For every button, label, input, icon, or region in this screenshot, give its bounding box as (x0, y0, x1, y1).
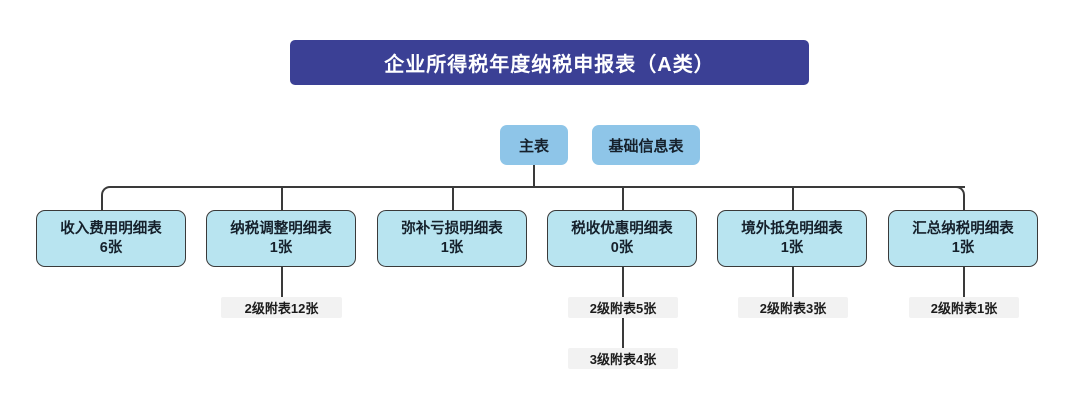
connector-elbow-left (101, 186, 111, 196)
connector-drop-child-6 (963, 195, 965, 211)
node-income-expense-detail-count: 6张 (99, 239, 123, 256)
node-income-expense-detail-name: 收入费用明细表 (60, 220, 162, 237)
node-loss-offset-detail[interactable]: 弥补亏损明细表 1张 (377, 210, 527, 267)
node-loss-offset-detail-count: 1张 (440, 239, 464, 256)
connector-drop-child-5 (792, 187, 794, 211)
page-title: 企业所得税年度纳税申报表（A类） (384, 54, 715, 76)
node-tax-adjustment-detail-name: 纳税调整明细表 (230, 220, 332, 237)
node-main-table[interactable]: 主表 (500, 125, 568, 165)
node-main-table-label: 主表 (518, 137, 549, 155)
connector-drop-child-2 (281, 187, 283, 211)
connector-sub-1-to-sub-2 (622, 318, 624, 348)
connector-child-5-to-sub-1 (792, 267, 794, 297)
sub-label-tax-preference-level2-text: 2级附表5张 (589, 301, 657, 316)
connector-elbow-right (955, 186, 965, 196)
sub-label-tax-preference-level3: 3级附表4张 (568, 348, 678, 369)
node-basic-info-table[interactable]: 基础信息表 (592, 125, 700, 165)
node-loss-offset-detail-name: 弥补亏损明细表 (401, 220, 503, 237)
node-tax-adjustment-detail[interactable]: 纳税调整明细表 1张 (206, 210, 356, 267)
connector-drop-child-1 (101, 195, 103, 211)
connector-drop-child-4 (622, 187, 624, 211)
node-income-expense-detail[interactable]: 收入费用明细表 6张 (36, 210, 186, 267)
node-overseas-credit-detail-name: 境外抵免明细表 (741, 220, 843, 237)
connector-bus-horizontal (110, 186, 965, 188)
node-consolidated-tax-detail[interactable]: 汇总纳税明细表 1张 (888, 210, 1038, 267)
node-consolidated-tax-detail-count: 1张 (951, 239, 975, 256)
node-overseas-credit-detail[interactable]: 境外抵免明细表 1张 (717, 210, 867, 267)
node-tax-preference-detail[interactable]: 税收优惠明细表 0张 (547, 210, 697, 267)
sub-label-consolidated-tax-level2: 2级附表1张 (909, 297, 1019, 318)
connector-child-2-to-sub-1 (281, 267, 283, 297)
diagram-title-banner: 企业所得税年度纳税申报表（A类） (290, 40, 809, 85)
node-tax-preference-detail-count: 0张 (610, 239, 634, 256)
connector-child-4-to-sub-1 (622, 267, 624, 297)
sub-label-consolidated-tax-level2-text: 2级附表1张 (930, 301, 998, 316)
sub-label-tax-preference-level2: 2级附表5张 (568, 297, 678, 318)
node-overseas-credit-detail-count: 1张 (780, 239, 804, 256)
connector-child-6-to-sub-1 (963, 267, 965, 297)
node-tax-adjustment-detail-count: 1张 (269, 239, 293, 256)
node-basic-info-table-label: 基础信息表 (608, 137, 684, 155)
connector-drop-child-3 (452, 187, 454, 211)
sub-label-tax-adjustment-level2-text: 2级附表12张 (244, 301, 319, 316)
connector-main-to-bus (533, 165, 535, 187)
sub-label-tax-preference-level3-text: 3级附表4张 (589, 352, 657, 367)
sub-label-overseas-credit-level2: 2级附表3张 (738, 297, 848, 318)
sub-label-overseas-credit-level2-text: 2级附表3张 (759, 301, 827, 316)
sub-label-tax-adjustment-level2: 2级附表12张 (221, 297, 342, 318)
node-tax-preference-detail-name: 税收优惠明细表 (571, 220, 673, 237)
node-consolidated-tax-detail-name: 汇总纳税明细表 (912, 220, 1014, 237)
